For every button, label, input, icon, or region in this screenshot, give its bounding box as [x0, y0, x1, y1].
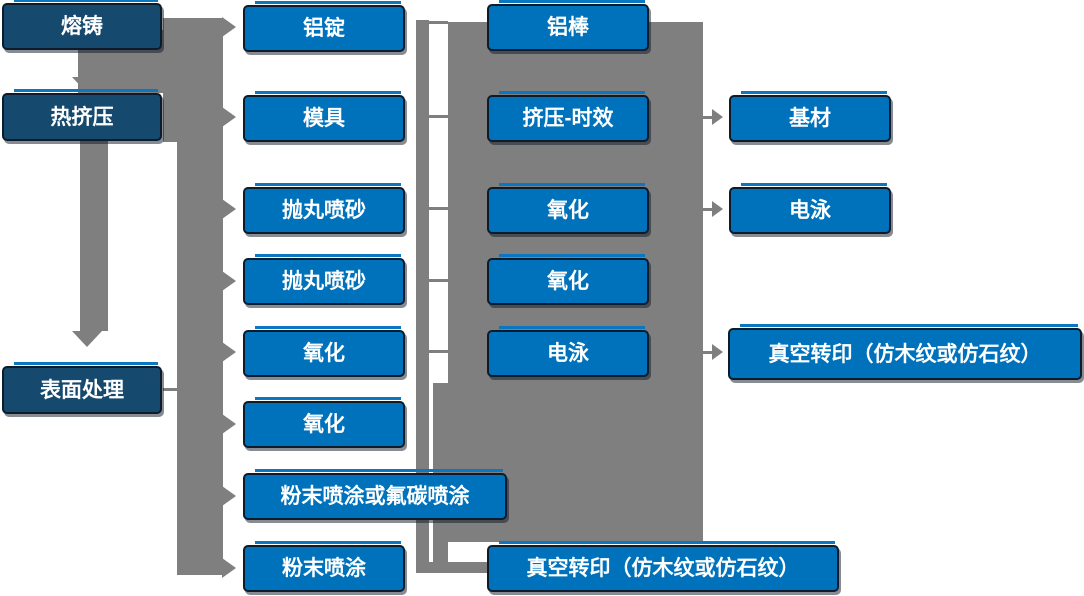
node-oxidation-1: 氧化 [243, 326, 405, 377]
connector-out-line-electrophoresis [702, 208, 714, 211]
arrow-to-powder-or-fluorocarbon-icon [222, 486, 236, 506]
node-vacuum-transfer-print-1: 真空转印（仿木纹或仿石纹） [487, 541, 839, 592]
arrow-to-substrate-icon [712, 109, 723, 125]
node-extrusion-aging: 挤压-时效 [487, 91, 649, 142]
node-shot-blasting-2: 抛丸喷砂 [243, 254, 405, 305]
connector-surface-treatment-stub [163, 388, 179, 391]
connector-mid-stub-1 [429, 21, 448, 24]
node-melting-casting: 熔铸 [2, 0, 162, 50]
node-mold: 模具 [243, 91, 405, 142]
arrow-to-oxidation-2-icon [222, 414, 236, 434]
arrow-to-shot-blasting-1-icon [222, 199, 236, 219]
connector-mid-strip-1 [416, 20, 429, 573]
node-oxidation-4: 氧化 [487, 254, 649, 305]
node-vacuum-transfer-print-2: 真空转印（仿木纹或仿石纹） [728, 324, 1082, 380]
connector-trunk-vertical [177, 18, 223, 575]
node-aluminum-ingot: 铝锭 [243, 1, 405, 52]
node-powder-or-fluorocarbon-coating: 粉末喷涂或氟碳喷涂 [243, 469, 507, 520]
connector-out-line-substrate [702, 116, 714, 119]
node-shot-blasting-1: 抛丸喷砂 [243, 183, 405, 234]
connector-out-line-vacuum-transfer [702, 351, 714, 354]
node-aluminum-rod: 铝棒 [487, 0, 649, 51]
node-oxidation-2: 氧化 [243, 397, 405, 448]
arrow-to-aluminum-ingot-icon [222, 17, 236, 37]
arrow-to-mold-icon [222, 107, 236, 127]
arrow-to-shot-blasting-2-icon [222, 271, 236, 291]
node-hot-extrusion: 热挤压 [2, 89, 162, 141]
arrow-to-vacuum-transfer-2-icon [712, 344, 723, 360]
arrow-to-oxidation-1-icon [222, 342, 236, 362]
node-powder-coating: 粉末喷涂 [243, 541, 405, 592]
connector-bottom-stub [416, 562, 487, 573]
node-substrate: 基材 [729, 91, 891, 142]
node-electrophoresis-2: 电泳 [729, 183, 891, 234]
arrow-to-powder-coating-icon [222, 558, 236, 578]
node-electrophoresis-1: 电泳 [487, 326, 649, 377]
arrow-to-electrophoresis-2-icon [712, 201, 723, 217]
connector-mid-stub-5 [429, 350, 448, 353]
node-oxidation-3: 氧化 [487, 183, 649, 234]
arrow-down-to-surface-treatment-icon [72, 331, 102, 347]
connector-mid-stub-3 [429, 207, 448, 210]
node-surface-treatment: 表面处理 [2, 362, 162, 414]
connector-mid-stub-4 [429, 279, 448, 282]
connector-mid-stub-2 [429, 115, 448, 118]
